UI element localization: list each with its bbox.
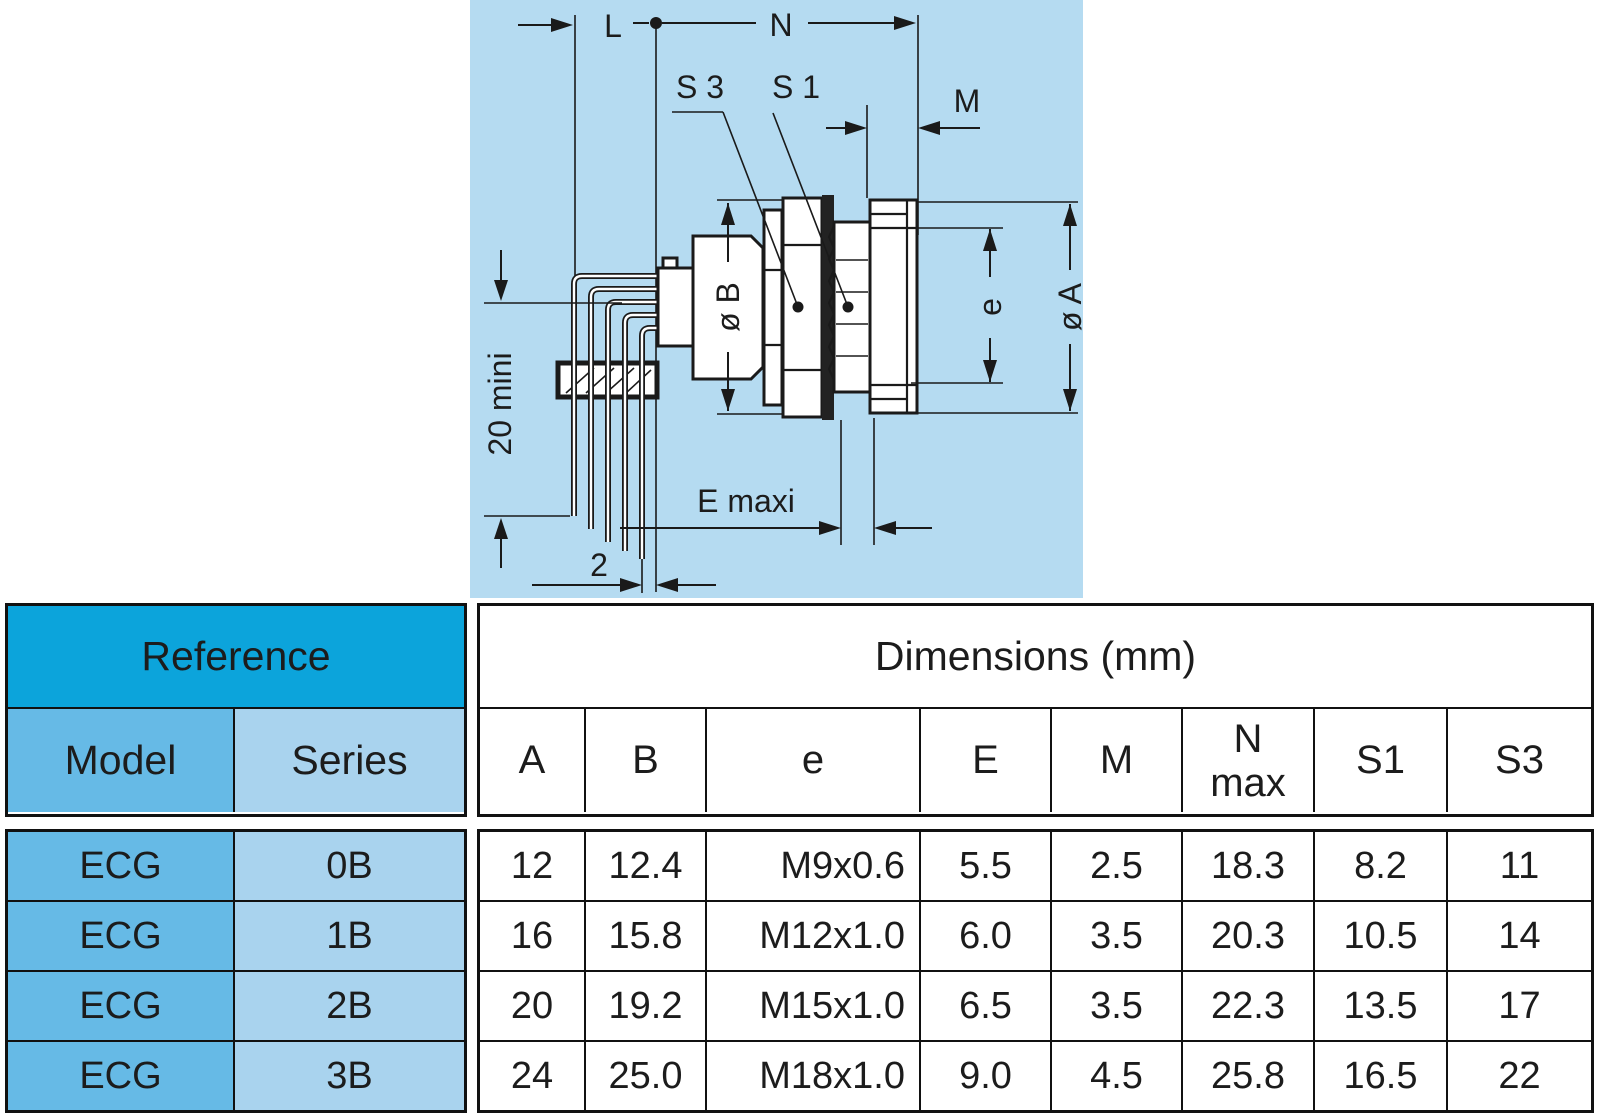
column-header-B: B [586, 709, 707, 812]
dim-label-M: M [954, 83, 981, 119]
cell-series: 2B [235, 972, 464, 1040]
dimensions-data-block: 12 12.4 M9x0.6 5.5 2.5 18.3 8.2 11 16 15… [477, 829, 1594, 1113]
cell-B: 19.2 [586, 972, 707, 1040]
dim-2: 2 [532, 547, 716, 593]
cell-e: M12x1.0 [707, 902, 921, 970]
table-row: ECG 0B [8, 832, 464, 902]
cell-M: 4.5 [1052, 1042, 1183, 1110]
dim-E-maxi: E maxi [620, 418, 932, 545]
connector-diagram-panel: L N S 3 S 1 M [470, 0, 1083, 598]
cell-E: 9.0 [921, 1042, 1052, 1110]
cell-series: 0B [235, 832, 464, 900]
front-flange [868, 198, 919, 415]
reference-header-cell: Reference [8, 606, 464, 709]
table-row: 16 15.8 M12x1.0 6.0 3.5 20.3 10.5 14 [480, 902, 1591, 972]
dim-M: M [826, 83, 980, 198]
cell-S1: 16.5 [1315, 1042, 1448, 1110]
cell-series: 3B [235, 1042, 464, 1110]
cell-S3: 11 [1499, 844, 1540, 887]
dimensions-header-block: Dimensions (mm) A B e E M N max S1 S3 [477, 603, 1594, 817]
table-row: ECG 1B [8, 902, 464, 972]
column-header-S1: S1 [1315, 709, 1448, 812]
cell-B: 25.0 [586, 1042, 707, 1110]
cell-A: 20 [480, 972, 586, 1040]
dim-L-N: L N [518, 7, 916, 44]
dim-e: e [911, 227, 1008, 384]
cell-model: ECG [8, 1042, 235, 1110]
column-header-A: A [480, 709, 586, 812]
table-row: ECG 2B [8, 972, 464, 1042]
dim-20-mini: 20 mini [482, 250, 622, 568]
series-header-cell: Series [235, 709, 464, 812]
cell-model: ECG [8, 832, 235, 900]
cell-model: ECG [8, 972, 235, 1040]
cell-N-max: 20.3 [1183, 902, 1315, 970]
cell-E: 6.5 [921, 972, 1052, 1040]
dim-S3-S1: S 3 S 1 [672, 69, 854, 313]
column-header-N-line1: N [1233, 716, 1263, 761]
cell-S3: 17 [1498, 984, 1541, 1027]
dim-label-dia-A: ø A [1052, 282, 1083, 331]
cell-e: M15x1.0 [707, 972, 921, 1040]
cell-S1: 10.5 [1315, 902, 1448, 970]
reference-header-block: Reference Model Series [5, 603, 467, 817]
cell-e: M9x0.6 [707, 832, 921, 900]
cell-model: ECG [8, 902, 235, 970]
cell-N-max: 25.8 [1183, 1042, 1315, 1110]
dim-label-L: L [604, 8, 622, 44]
table-row: 12 12.4 M9x0.6 5.5 2.5 18.3 8.2 11 [480, 832, 1591, 902]
cell-series: 1B [235, 902, 464, 970]
dim-label-2: 2 [590, 547, 608, 583]
dim-label-N: N [769, 7, 792, 43]
table-row: 24 25.0 M18x1.0 9.0 4.5 25.8 16.5 22 [480, 1042, 1591, 1110]
cell-N-max: 22.3 [1183, 972, 1315, 1040]
column-header-N-max: N max [1183, 709, 1315, 812]
connector-diagram: L N S 3 S 1 M [482, 7, 1083, 593]
connector-body [656, 195, 919, 420]
cell-N-max: 18.3 [1183, 832, 1315, 900]
dim-label-S3: S 3 [676, 69, 724, 105]
column-header-E: E [921, 709, 1052, 812]
cell-S1: 8.2 [1315, 832, 1448, 900]
cell-S1: 13.5 [1315, 972, 1448, 1040]
cell-E: 6.0 [921, 902, 1052, 970]
dim-dia-B: ø B [710, 199, 782, 415]
column-header-N-line2: max [1210, 760, 1286, 805]
dim-dia-A: ø A [917, 201, 1083, 414]
cell-B: 15.8 [586, 902, 707, 970]
reference-data-block: ECG 0B ECG 1B ECG 2B ECG 3B [5, 829, 467, 1113]
dim-label-e: e [972, 298, 1008, 316]
cell-M: 3.5 [1052, 972, 1183, 1040]
cell-M: 3.5 [1052, 902, 1183, 970]
cell-B: 12.4 [586, 832, 707, 900]
dim-label-S1: S 1 [772, 69, 820, 105]
cell-A: 16 [480, 902, 586, 970]
cell-A: 24 [480, 1042, 586, 1110]
connector-pins [571, 273, 670, 559]
cell-e: M18x1.0 [707, 1042, 921, 1110]
table-row: 20 19.2 M15x1.0 6.5 3.5 22.3 13.5 17 [480, 972, 1591, 1042]
dim-label-20-mini: 20 mini [482, 352, 518, 455]
model-header-cell: Model [8, 709, 235, 812]
column-header-M: M [1052, 709, 1183, 812]
dimensions-header-cell: Dimensions (mm) [480, 606, 1591, 709]
dim-label-E-maxi: E maxi [697, 483, 795, 519]
column-header-S3: S3 [1448, 709, 1591, 812]
column-header-e: e [707, 709, 921, 812]
cell-S3: 14 [1498, 914, 1541, 957]
cell-A: 12 [480, 832, 586, 900]
cell-E: 5.5 [921, 832, 1052, 900]
cell-S3: 22 [1498, 1054, 1541, 1097]
cell-M: 2.5 [1052, 832, 1183, 900]
table-row: ECG 3B [8, 1042, 464, 1110]
dim-label-dia-B: ø B [710, 282, 746, 332]
